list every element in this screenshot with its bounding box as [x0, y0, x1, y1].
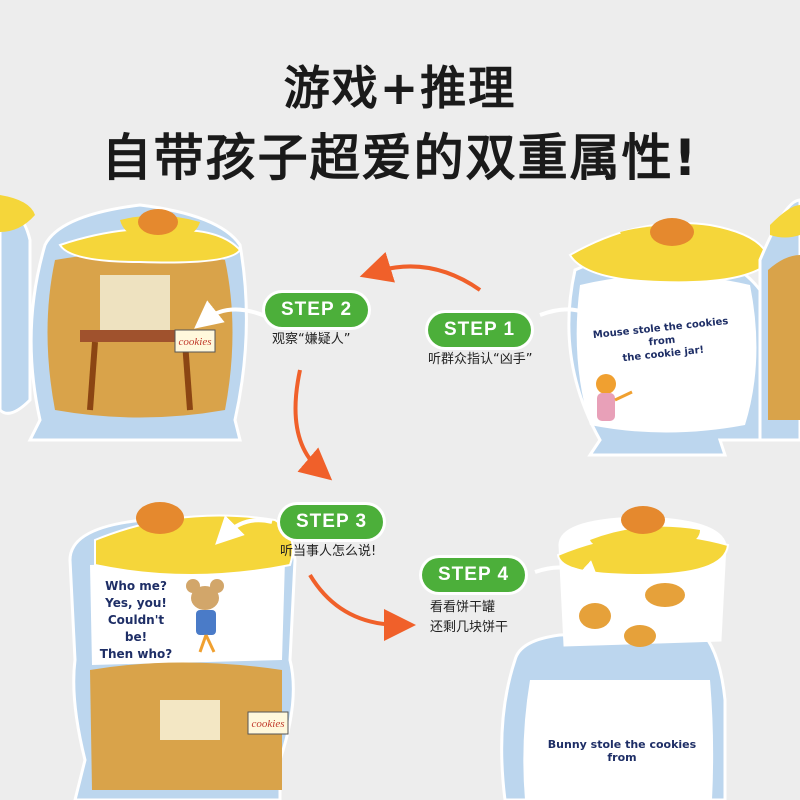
step-4-caption-line-1: 看看饼干罐 [430, 600, 496, 615]
step-3-badge: STEP 3 [280, 505, 384, 539]
arrow-step2-to-step3 [293, 369, 333, 481]
headline-line-2: 自带孩子超爱的双重属性! [101, 129, 699, 187]
cookies-jar-label: cookies [179, 336, 212, 348]
book-text-step-3-line-2: Yes, you! [105, 596, 167, 610]
arrow-step1-to-step2 [359, 251, 482, 292]
pointer-step1 [539, 305, 609, 336]
book-text-step-3: Who me? Yes, you! Couldn't be! Then who? [96, 578, 176, 663]
cookies-jar-label-2: cookies [252, 718, 285, 730]
pointer-step4 [534, 560, 603, 590]
pointer-step3 [215, 515, 273, 545]
cookie-icons [579, 583, 685, 647]
step-4-caption-line-2: 还剩几块饼干 [430, 620, 509, 635]
arrow-step3-to-step4 [308, 573, 416, 641]
cat-character [596, 374, 633, 421]
step-2-caption: 观察“嫌疑人” [272, 332, 351, 347]
book-jar-step-4 [500, 506, 730, 800]
book-text-step-3-line-1: Who me? [105, 579, 167, 593]
step-4-caption: 看看饼干罐 还剩几块饼干 [430, 598, 508, 638]
step-4-badge: STEP 4 [422, 558, 526, 592]
step-1-caption: 听群众指认“凶手” [428, 352, 533, 367]
headline-line-1: 游戏+推理 [283, 61, 517, 115]
book-jar-step-1 [567, 198, 800, 457]
book-jar-step-2: cookies [0, 195, 248, 442]
step-2-badge: STEP 2 [265, 293, 369, 327]
book-text-step-4: Bunny stole the cookies from [547, 738, 697, 764]
book-jar-step-3: cookies [68, 502, 297, 800]
step-3-caption: 听当事人怎么说! [280, 544, 377, 559]
book-text-step-3-line-3: Couldn't be! [107, 613, 165, 644]
pointer-step2 [194, 300, 271, 329]
step-1-badge: STEP 1 [428, 313, 532, 347]
mouse-character [186, 579, 224, 653]
book-text-step-3-line-4: Then who? [99, 647, 173, 661]
